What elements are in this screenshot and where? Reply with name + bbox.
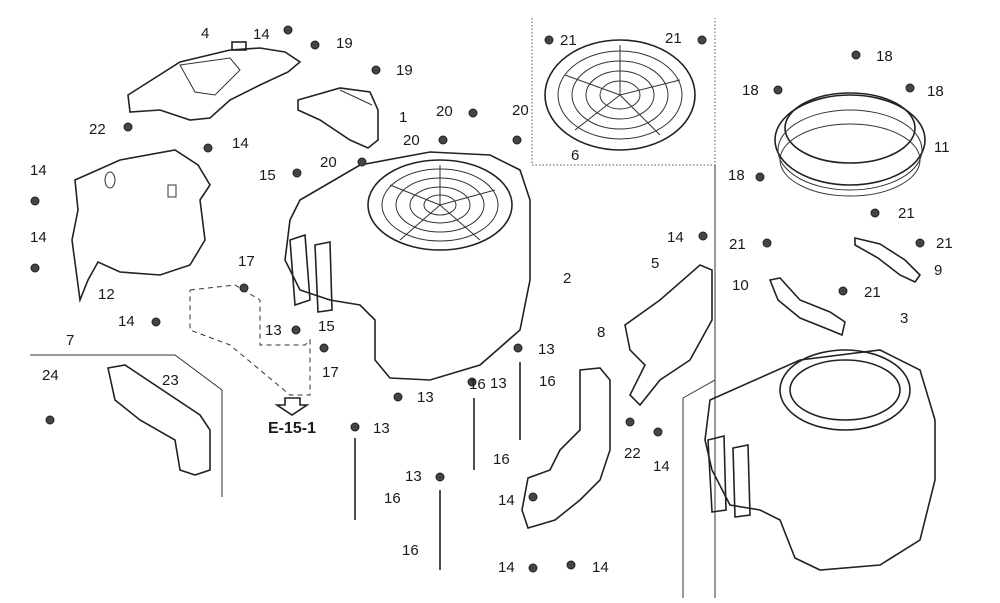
callout-20: 20 [512,102,529,119]
callout-22: 22 [89,121,106,138]
part-10-bracket [768,277,846,337]
part-5-bracket [624,264,713,407]
callout-16: 16 [469,376,486,393]
callout-2: 2 [563,270,572,287]
callout-18: 18 [742,82,759,99]
callout-16: 16 [539,373,556,390]
callout-14: 14 [667,229,684,246]
reference-dashed-box [189,284,311,396]
callout-17: 17 [238,253,255,270]
callout-21: 21 [665,30,682,47]
callout-16: 16 [402,542,419,559]
callout-4: 4 [201,25,210,42]
callout-13: 13 [373,420,390,437]
part-23-bracket [107,364,211,476]
fasteners [30,25,925,573]
callout-11: 11 [934,139,950,156]
callout-15: 15 [259,167,276,184]
fan-guard-box [531,18,716,166]
callout-14: 14 [653,458,670,475]
part-11-ring [774,92,926,197]
callout-13: 13 [405,468,422,485]
callout-14: 14 [498,559,515,576]
callout-17: 17 [322,364,339,381]
callout-14: 14 [498,492,515,509]
studs-16 [354,362,521,570]
callout-21: 21 [898,205,915,222]
callout-13: 13 [490,375,507,392]
callout-21: 21 [936,235,953,252]
callout-19: 19 [396,62,413,79]
callout-13: 13 [265,322,282,339]
part-7-plate [71,149,211,304]
callout-13: 13 [417,389,434,406]
callout-21: 21 [729,236,746,253]
part-8-plate [521,367,611,529]
callout-14: 14 [30,229,47,246]
callout-19: 19 [336,35,353,52]
callout-14: 14 [592,559,609,576]
shroud3-divider-top [682,379,716,399]
callout-10: 10 [732,277,749,294]
part-3-shroud [704,349,936,571]
callout-16: 16 [384,490,401,507]
callout-18: 18 [927,83,944,100]
callout-1: 1 [399,109,408,126]
callout-23: 23 [162,372,179,389]
callout-14: 14 [30,162,47,179]
callout-20: 20 [403,132,420,149]
callout-5: 5 [651,255,660,272]
callout-14: 14 [253,26,270,43]
part-6-fan-guard [544,39,696,151]
callout-15: 15 [318,318,335,335]
callout-18: 18 [876,48,893,65]
callout-9: 9 [934,262,943,279]
callout-21: 21 [864,284,881,301]
part-1-bracket [297,87,379,149]
callout-6: 6 [571,147,580,164]
callout-20: 20 [320,154,337,171]
callout-12: 12 [98,286,115,303]
callout-18: 18 [728,167,745,184]
callout-21: 21 [560,32,577,49]
reference-arrow [274,397,310,416]
callout-22: 22 [624,445,641,462]
part-4-plate [127,41,302,121]
callout-20: 20 [436,103,453,120]
callout-14: 14 [232,135,249,152]
callout-24: 24 [42,367,59,384]
left-bottom-box [30,354,223,497]
callout-7: 7 [66,332,75,349]
reference-label-e-15-1[interactable]: E-15-1 [268,420,317,437]
callout-3: 3 [900,310,909,327]
callout-14: 14 [118,313,135,330]
part-2-shroud [284,151,531,381]
part-9-bracket [854,236,922,284]
callout-13: 13 [538,341,555,358]
callout-16: 16 [493,451,510,468]
callout-8: 8 [597,324,606,341]
